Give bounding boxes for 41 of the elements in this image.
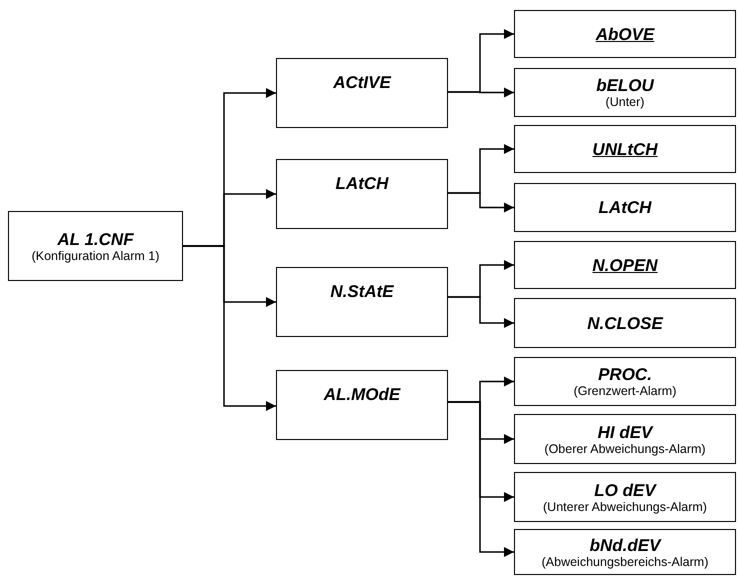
menu-box — [514, 357, 736, 406]
parameter-name: UNLtCH — [592, 140, 658, 158]
parameter-name: LAtCH — [598, 198, 652, 217]
parameter-name: LAtCH — [336, 174, 388, 193]
parameter-description: (Unterer Abweichungs-Alarm) — [543, 500, 707, 514]
connector-arrow — [448, 88, 514, 98]
parameter-description: (Unter) — [606, 95, 644, 109]
connector-arrow — [183, 245, 276, 411]
parameter-name: N.CLOSE — [587, 314, 663, 332]
connector-arrow — [448, 192, 514, 212]
parameter-description: (Oberer Abweichungs-Alarm) — [544, 442, 706, 456]
menu-box — [514, 125, 736, 173]
parameter-name: AL.MOdE — [324, 385, 400, 404]
connector-arrow — [448, 401, 514, 557]
menu-box — [276, 370, 448, 440]
parameter-name: AbOVE — [596, 24, 654, 44]
menu-box — [514, 183, 736, 232]
parameter-description: (Abweichungsbereichs-Alarm) — [542, 554, 708, 568]
parameter-name: AL 1.CNF — [57, 230, 134, 248]
menu-box — [514, 529, 736, 575]
menu-box — [514, 414, 736, 464]
parameter-name: ACtIVE — [333, 73, 391, 92]
menu-box — [514, 298, 736, 348]
menu-box — [514, 472, 736, 522]
menu-box — [8, 211, 183, 281]
parameter-name: LO dEV — [594, 480, 656, 500]
parameter-name: PROC. — [598, 365, 652, 384]
parameter-description: (Grenzwert-Alarm) — [574, 384, 676, 398]
parameter-name: N.OPEN — [592, 256, 658, 274]
menu-box — [514, 10, 736, 58]
menu-box — [276, 159, 448, 229]
parameter-description: (Konfiguration Alarm 1) — [32, 248, 160, 262]
parameter-name: bNd.dEV — [590, 536, 660, 554]
connector-arrow — [448, 296, 514, 328]
parameter-name: bELOU — [596, 76, 654, 95]
menu-box — [276, 58, 448, 128]
parameter-name: HI dEV — [598, 422, 652, 442]
parameter-name: N.StAtE — [330, 282, 394, 301]
menu-box — [276, 267, 448, 337]
menu-box — [514, 68, 736, 117]
menu-box — [514, 241, 736, 289]
